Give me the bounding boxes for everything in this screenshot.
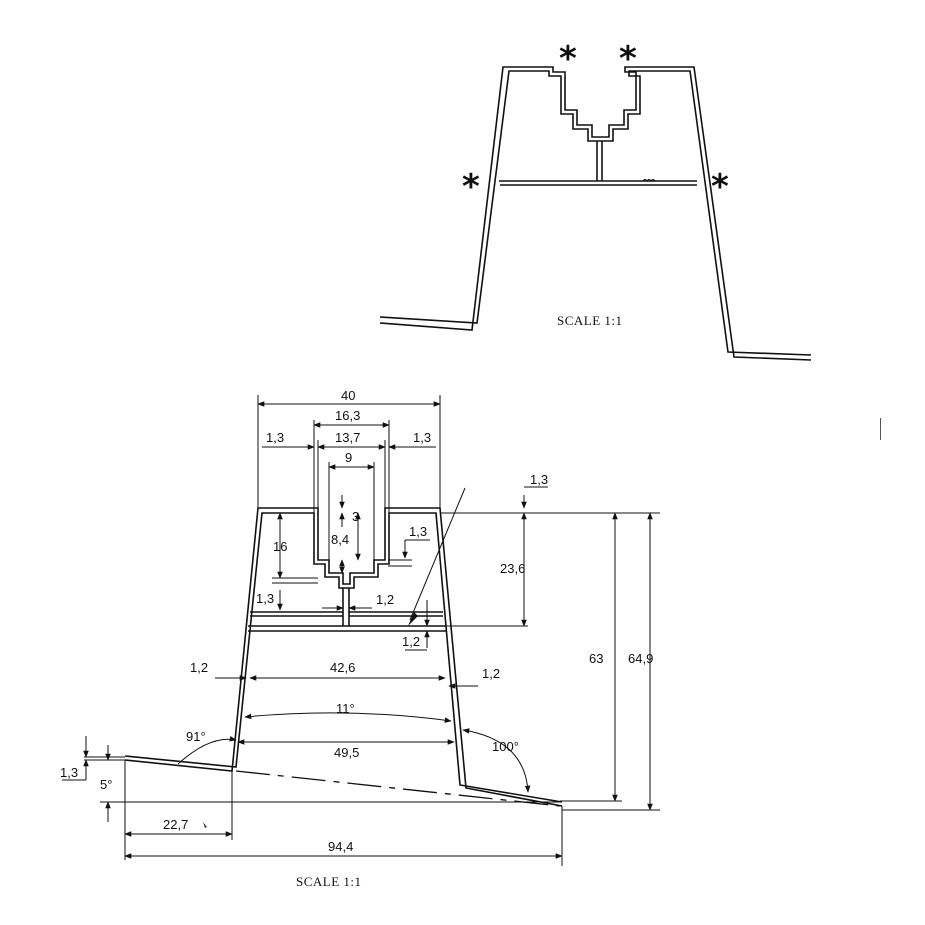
bottom-dimensioned-drawing: 40 16,3 13,7 1,3 1,3 9 3 8,4 1,3 23,6 16… [60,388,660,889]
label-1-3-top: 1,3 [530,472,548,487]
top-profile-inner [379,70,812,356]
label-1-3-shelf: 1,3 [256,591,274,606]
dim-arc-100 [462,728,531,793]
label-1-2-web: 1,2 [376,592,394,607]
marker-star-1: * [559,39,577,79]
label-8-4: 8,4 [331,532,349,547]
top-break-mark [642,178,656,182]
label-1-2-left: 1,2 [190,660,208,675]
label-64-9: 64,9 [628,651,653,666]
label-1-2-right: 1,2 [482,666,500,681]
label-49-5: 49,5 [334,745,359,760]
label-9: 9 [345,450,352,465]
bottom-profile-outline [124,507,563,807]
marker-star-2: * [619,39,637,79]
label-5-deg: 5° [100,777,112,792]
label-1-3-right: 1,3 [413,430,431,445]
label-1-3-flange: 1,3 [60,765,78,780]
label-16: 16 [273,539,287,554]
label-42-6: 42,6 [330,660,355,675]
label-100-deg: 100° [492,739,519,754]
label-40: 40 [341,388,355,403]
label-22-7: 22,7 [163,817,188,832]
label-13-7: 13,7 [335,430,360,445]
label-91-deg: 91° [186,729,206,744]
bottom-scale-label: SCALE 1:1 [296,874,362,889]
dim-arc-11 [244,712,452,723]
top-scale-label: SCALE 1:1 [557,313,623,328]
label-94-4: 94,4 [328,839,353,854]
top-profile-drawing: * * * * SCALE 1:1 [379,39,812,361]
label-3: 3 [352,509,359,524]
label-63: 63 [589,651,603,666]
top-profile-outline [379,66,812,361]
scan-edge-mark [880,418,881,440]
section-leader [409,487,466,621]
label-23-6: 23,6 [500,561,525,576]
label-1-3-left: 1,3 [266,430,284,445]
bottom-profile-inner [124,512,563,803]
marker-star-3: * [462,167,480,207]
label-1-3-step: 1,3 [409,524,427,539]
label-11-deg: 11° [336,701,355,716]
base-reference-line [235,770,561,807]
label-16-3: 16,3 [335,408,360,423]
dim-arc-91 [177,736,237,765]
marker-star-4: * [711,167,729,207]
label-1-2-floor: 1,2 [402,634,420,649]
smudge-mark [203,822,207,828]
section-leader-tip [408,612,418,626]
